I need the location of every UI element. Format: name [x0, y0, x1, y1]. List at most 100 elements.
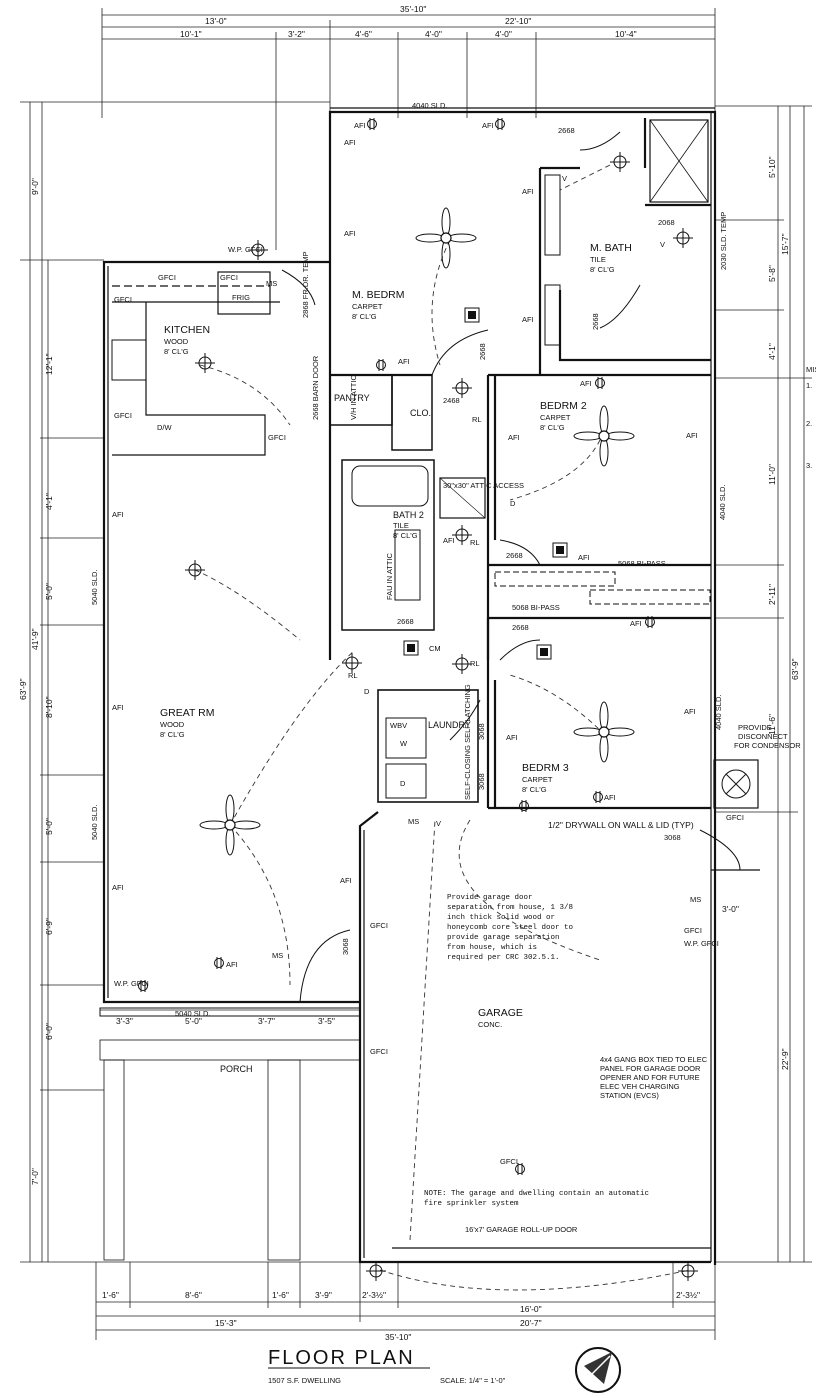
ms-label: MS [272, 951, 283, 960]
dim-left-top: 9'-0" [30, 178, 40, 195]
room-bedroom2-ceiling: 8' CL'G [540, 423, 565, 432]
dim-left-f: 6'-9" [44, 918, 54, 935]
afi-label: AFI [112, 703, 124, 712]
dim-bot-a: 1'-6" [102, 1290, 119, 1300]
gfci-label: GFCI [726, 813, 744, 822]
vent-label: V [562, 174, 567, 183]
dimmer-label: D [364, 687, 370, 696]
door-3068-garage: 3068 [477, 773, 486, 790]
door-2868: 2868 FR.DR. TEMP [301, 251, 310, 318]
dim-bot-left: 15'-3" [215, 1318, 237, 1328]
dim-right-b: 15'-7" [780, 233, 790, 255]
gfci-label: GFCI [268, 433, 286, 442]
door-2068: 2068 [658, 218, 675, 227]
drawing-title: FLOOR PLAN [268, 1347, 415, 1369]
dim-top-overall: 35'-10" [400, 4, 426, 14]
vh-in-attic: V/H IN ATTIC [349, 375, 358, 420]
margin-header: MIS [806, 365, 816, 374]
rl-label: RL [470, 538, 480, 547]
dim-left-b: 4'-1" [44, 493, 54, 510]
dim-left-e: 5'-0" [44, 818, 54, 835]
afi-label: AFI [112, 883, 124, 892]
afi-label: AFI [604, 793, 616, 802]
gfci-label: GFCI [114, 295, 132, 304]
afi-label: AFI [580, 379, 592, 388]
room-kitchen-floor: WOOD [164, 337, 189, 346]
sprinkler-note: NOTE: The garage and dwelling contain an… [424, 1190, 650, 1208]
afi-label: AFI [506, 733, 518, 742]
room-great-room: GREAT RM [160, 707, 214, 719]
room-bath2: BATH 2 [393, 510, 424, 520]
dim-bot-b: 8'-6" [185, 1290, 202, 1300]
fau-in-attic: FAU IN ATTIC [385, 552, 394, 600]
gfci-label: GFCI [114, 411, 132, 420]
room-closet: CLO. [410, 408, 431, 418]
dim-top-a: 10'-1" [180, 29, 202, 39]
door-2668-b3: 2668 [512, 623, 529, 632]
afi-label: AFI [686, 431, 698, 440]
component-labels: 4040 SLD. 2668 2068 2030 SLD. TEMP 2668 … [90, 101, 728, 1234]
room-bedroom3: BEDRM 3 [522, 762, 569, 774]
room-great-room-ceiling: 8' CL'G [160, 730, 185, 739]
drawing-subtitle: 1507 S.F. DWELLING [268, 1376, 341, 1385]
afi-label: AFI [344, 229, 356, 238]
dim-top-c: 4'-6" [355, 29, 372, 39]
afi-label: AFI [482, 121, 494, 130]
room-bedroom3-ceiling: 8' CL'G [522, 785, 547, 794]
dimension-lines [20, 8, 812, 1340]
room-garage: GARAGE [478, 1007, 523, 1019]
room-master-bath-ceiling: 8' CL'G [590, 265, 615, 274]
dim-left-a: 12'-1" [44, 353, 54, 375]
room-master-bath: M. BATH [590, 242, 632, 254]
drywall-note: 1/2" DRYWALL ON WALL & LID (TYP) [548, 820, 694, 830]
window-5040-porch: 5040 SLD. [175, 1009, 210, 1018]
dim-porch-c: 3'-7" [258, 1016, 275, 1026]
dim-right-f: 2'-11" [767, 584, 777, 605]
window-4040-top: 4040 SLD. [412, 101, 447, 110]
door-3068-front: 3068 [341, 938, 350, 955]
washer-label: W [400, 739, 408, 748]
room-bedroom3-floor: CARPET [522, 775, 553, 784]
dim-top-f: 10'-4" [615, 29, 637, 39]
afi-label: AFI [508, 433, 520, 442]
title-block: FLOOR PLAN 1507 S.F. DWELLING SCALE: 1/4… [268, 1347, 621, 1393]
dim-left-c: 5'-0" [44, 583, 54, 600]
rl-label: RL [470, 659, 480, 668]
dim-top-right: 22'-10" [505, 16, 531, 26]
dim-bot-d: 3'-9" [315, 1290, 332, 1300]
dim-right-overall: 63'-9" [790, 658, 800, 680]
room-bedroom2-floor: CARPET [540, 413, 571, 422]
door-2668-mbed: 2668 [591, 313, 600, 330]
dim-left-g: 6'-0" [44, 1023, 54, 1040]
room-kitchen: KITCHEN [164, 324, 210, 336]
dim-porch-e: 3'-0" [722, 904, 739, 914]
barn-door: 2668 BARN DOOR [311, 355, 320, 420]
room-bath2-ceiling: 8' CL'G [393, 531, 418, 540]
dim-right-a: 5'-10" [767, 156, 777, 178]
gang-box-note: 4x4 GANG BOX TIED TO ELEC PANEL FOR GARA… [600, 1055, 708, 1100]
afi-label: AFI [630, 619, 642, 628]
afi-label: AFI [578, 553, 590, 562]
dim-right-c: 5'-8" [767, 265, 777, 282]
margin-n3: 3. [806, 461, 812, 470]
rl-label: RL [348, 671, 358, 680]
dim-porch-b: 5'-0" [185, 1016, 202, 1026]
afi-label: AFI [398, 357, 410, 366]
dryer-label: D [400, 779, 406, 788]
afi-label: AFI [522, 315, 534, 324]
window-4040-b3: 4040 SLD. [714, 695, 723, 730]
door-2668-bath2: 2668 [397, 617, 414, 626]
garage-separation-note: Provide garage door separation from hous… [447, 894, 574, 962]
gfci-label: GFCI [220, 273, 238, 282]
ms-label: MS [408, 817, 419, 826]
dim-top-left: 13'-0" [205, 16, 227, 26]
wp-gfci-label: W.P. GFCI [228, 245, 263, 254]
dim-bot-g: 2'-3½" [676, 1290, 700, 1300]
dim-right-d: 4'-1" [767, 343, 777, 360]
dim-top-d: 4'-0" [425, 29, 442, 39]
dim-left-d: 8'-10" [44, 696, 54, 718]
room-master-bedroom-floor: CARPET [352, 302, 383, 311]
margin-notes: MIS 1. 2. 3. [806, 365, 816, 470]
door-2468: 2468 [443, 396, 460, 405]
attic-access: 30"x30" ATTIC ACCESS [443, 481, 524, 490]
